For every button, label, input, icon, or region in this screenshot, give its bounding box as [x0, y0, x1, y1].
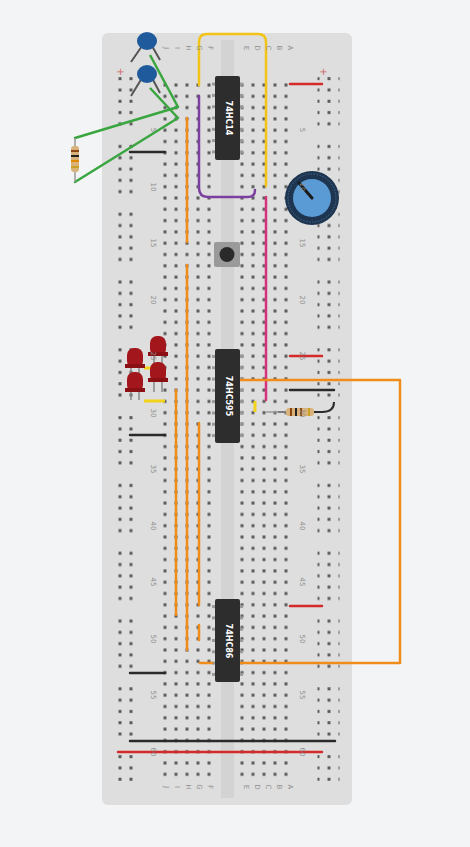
row-number: 10	[298, 182, 305, 191]
column-letter: B	[275, 785, 282, 790]
column-letter: F	[206, 785, 213, 789]
column-letter: H	[184, 45, 191, 50]
column-letter: F	[206, 46, 213, 50]
terminal-holes-left	[160, 79, 215, 780]
column-letter: A	[286, 46, 293, 51]
row-number: 55	[149, 691, 156, 700]
row-number: 50	[298, 634, 305, 643]
ceramic-capacitors	[131, 32, 178, 118]
row-number: 5	[298, 128, 305, 132]
column-letter: G	[195, 784, 202, 789]
row-number: 60	[298, 747, 305, 756]
column-letter: J	[162, 47, 169, 49]
row-number: 55	[298, 691, 305, 700]
row-number: 25	[298, 352, 305, 361]
column-letter: D	[253, 784, 260, 789]
column-letter: E	[242, 785, 249, 789]
row-number: 40	[149, 521, 156, 530]
jumper-wires	[118, 84, 335, 752]
ic-chip: 74HC595	[215, 349, 240, 443]
column-letter: B	[275, 46, 282, 51]
column-letter: A	[286, 785, 293, 790]
resistor-symbol	[71, 107, 178, 182]
yellow-wire	[199, 34, 266, 186]
row-number: 10	[149, 182, 156, 191]
pushbutton	[214, 242, 240, 267]
row-number: 45	[149, 578, 156, 587]
pink-wire	[265, 197, 268, 400]
breadboard-body	[102, 33, 352, 805]
column-letter: C	[264, 46, 271, 51]
rail-sign: +	[318, 68, 328, 76]
row-number: 35	[298, 465, 305, 474]
column-letter: I	[173, 47, 180, 49]
row-number: 30	[298, 408, 305, 417]
chip-label: 74HC595	[223, 376, 232, 416]
row-number: 45	[298, 578, 305, 587]
row-number: 40	[298, 521, 305, 530]
orange-wire	[240, 380, 400, 663]
row-number: 20	[298, 295, 305, 304]
orange-wires	[176, 118, 212, 663]
row-number: 20	[149, 295, 156, 304]
potentiometer	[285, 171, 339, 225]
row-number: 15	[149, 239, 156, 248]
led-symbols	[125, 336, 168, 401]
column-letter: E	[242, 46, 249, 50]
ic-chip: 74HC14	[215, 76, 240, 160]
resistor-symbol	[255, 401, 334, 416]
ic-chip: 74HC86	[215, 599, 240, 682]
rail-sign: +	[115, 68, 125, 76]
chip-pins	[212, 83, 243, 676]
column-letter: C	[264, 785, 271, 790]
column-letter: D	[253, 45, 260, 50]
column-letter: G	[195, 45, 202, 50]
row-number: 15	[298, 239, 305, 248]
chip-label: 74HC86	[223, 623, 232, 658]
row-number: 35	[149, 465, 156, 474]
column-letter: I	[173, 786, 180, 788]
row-number: 30	[149, 408, 156, 417]
column-letter: J	[162, 786, 169, 788]
row-number: 5	[149, 128, 156, 132]
row-number: 50	[149, 634, 156, 643]
row-number: 60	[149, 747, 156, 756]
rail-holes-left	[115, 73, 137, 783]
chip-label: 74HC14	[223, 101, 232, 136]
row-number: 25	[149, 352, 156, 361]
column-letter: H	[184, 784, 191, 789]
